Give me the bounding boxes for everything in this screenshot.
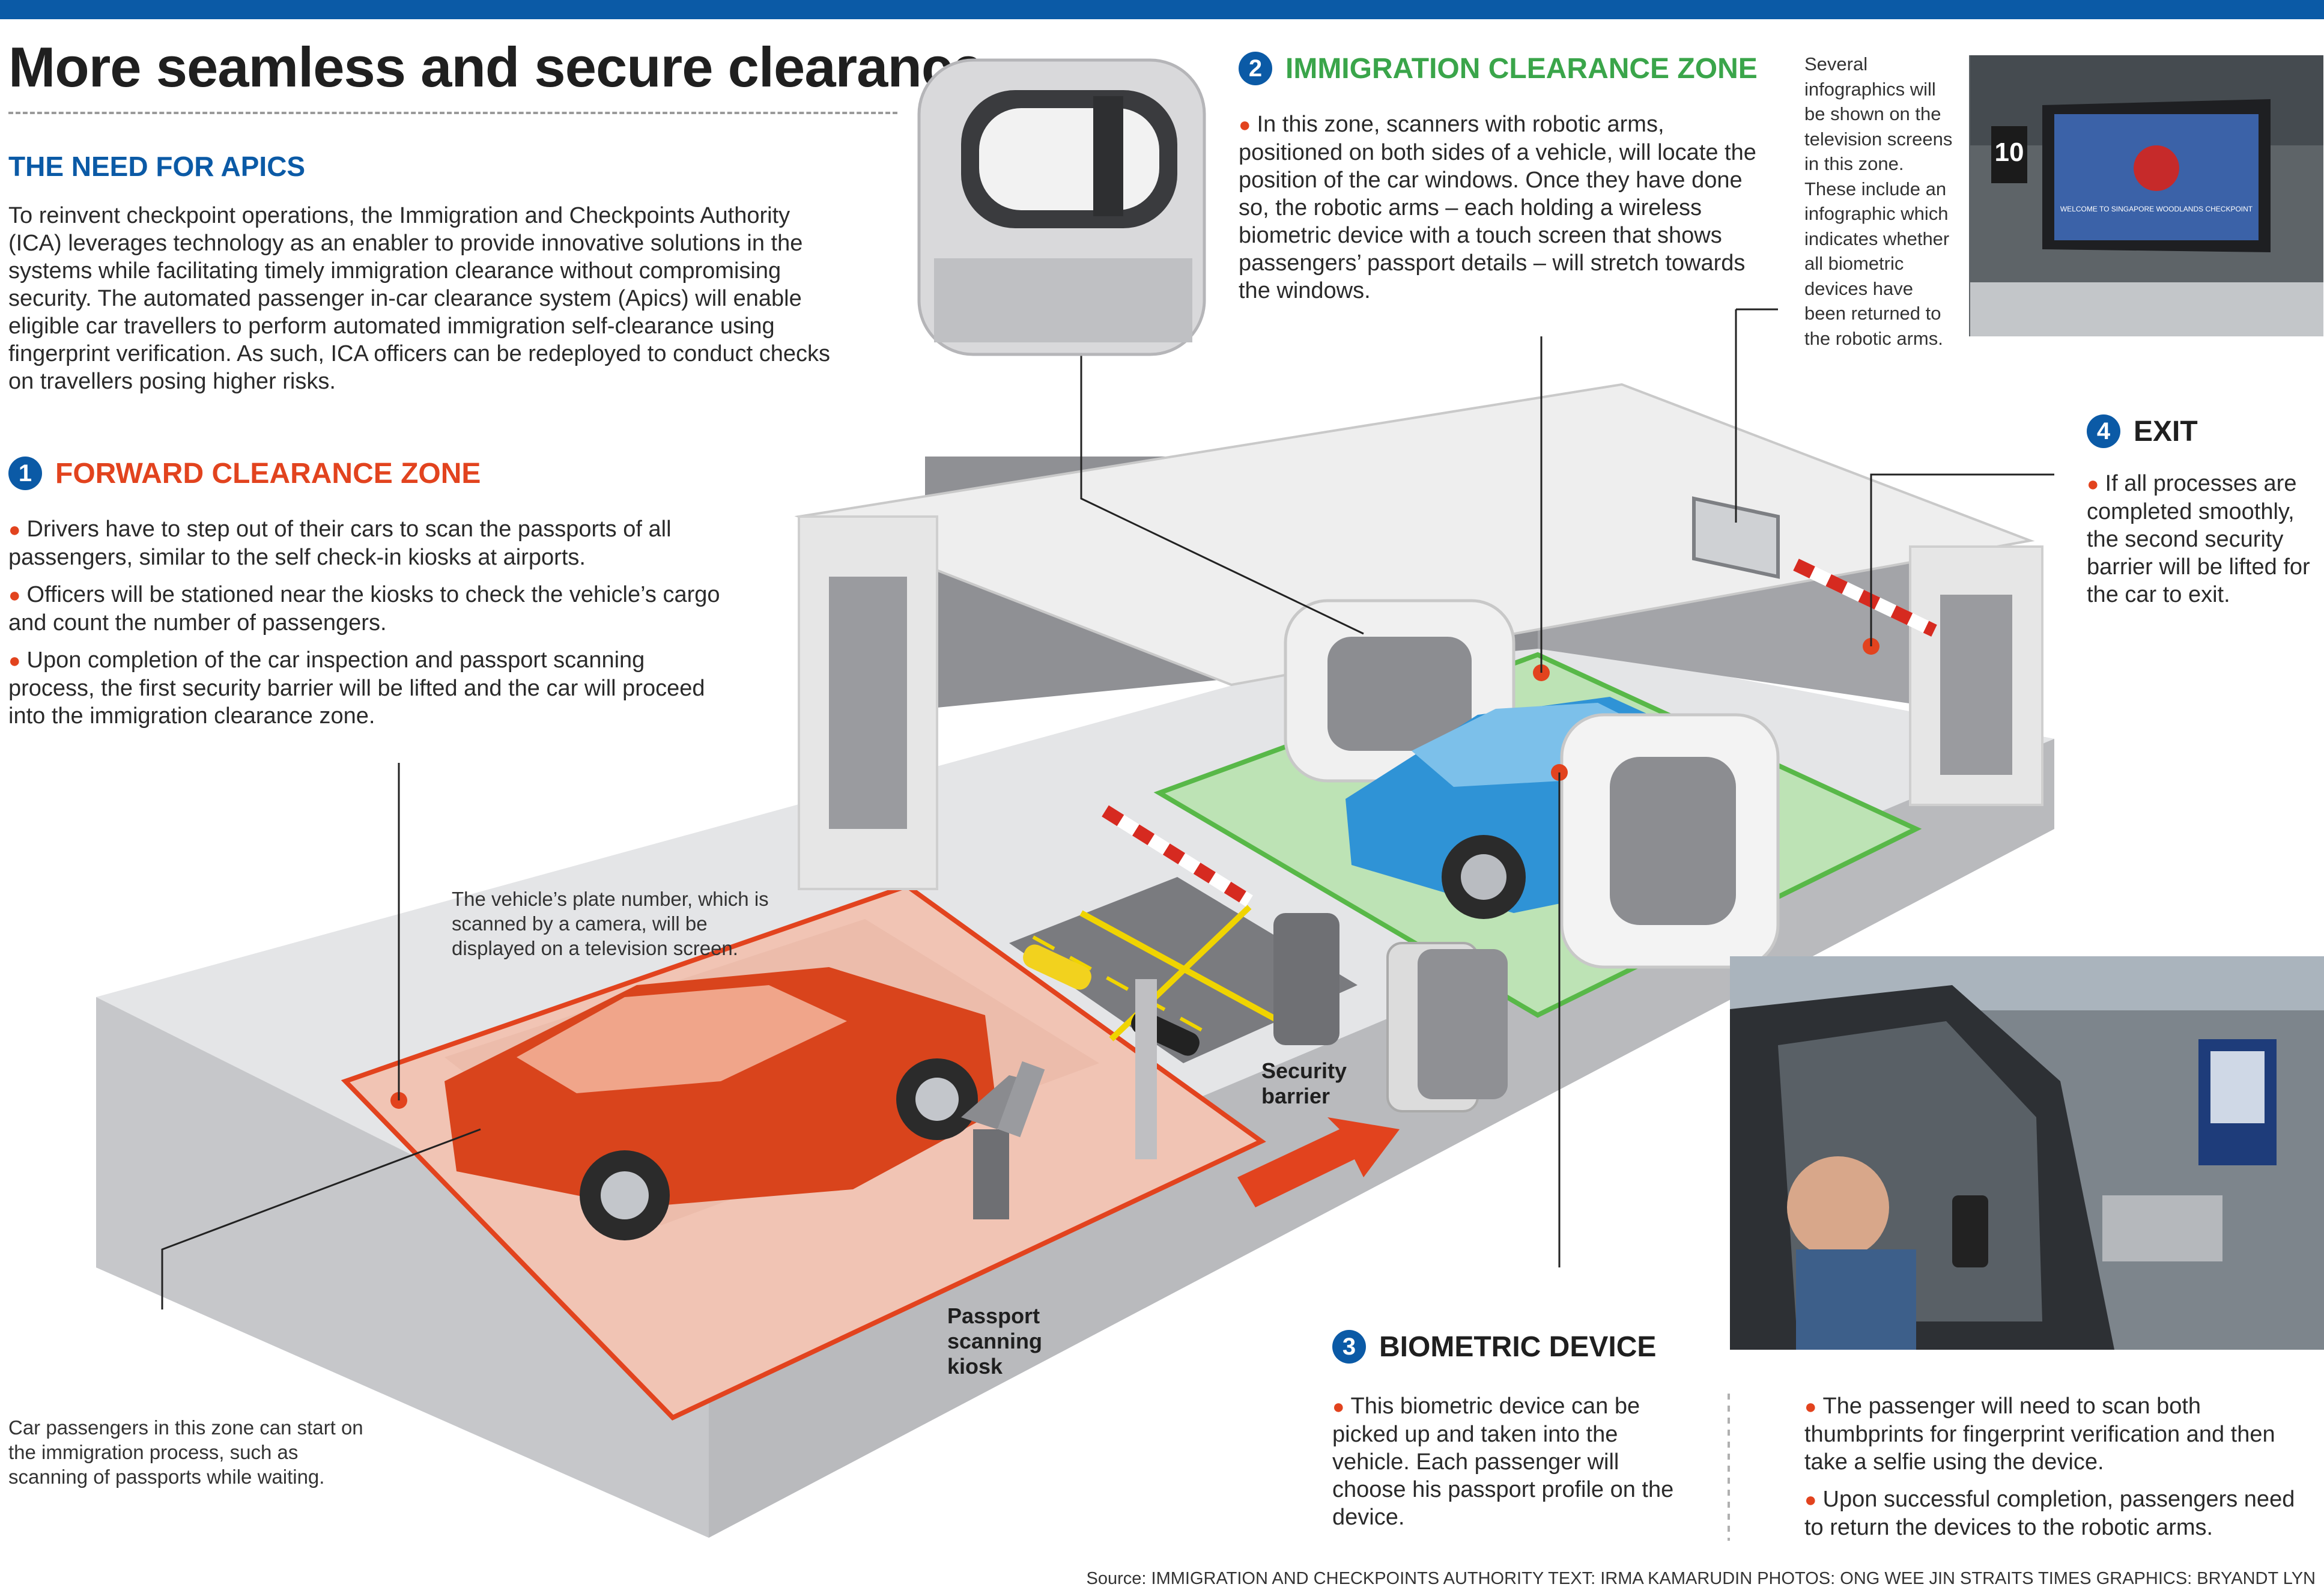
zone4-heading-text: EXIT bbox=[2134, 415, 2198, 448]
bullet-icon: ● bbox=[1332, 1395, 1345, 1418]
title-divider bbox=[8, 112, 897, 114]
bullet-icon: ● bbox=[1239, 114, 1251, 136]
bullet-icon: ● bbox=[8, 518, 21, 541]
bullet-icon: ● bbox=[8, 649, 21, 672]
zone1-heading: 1 FORWARD CLEARANCE ZONE bbox=[8, 457, 481, 490]
zone4-number-badge: 4 bbox=[2087, 414, 2120, 448]
red-car bbox=[444, 967, 997, 1240]
passengers-note: Car passengers in this zone can start on… bbox=[8, 1416, 363, 1488]
bullet-icon: ● bbox=[1804, 1488, 1817, 1511]
zone1-bullet: Drivers have to step out of their cars t… bbox=[8, 517, 672, 570]
zone2-heading: 2 IMMIGRATION CLEARANCE ZONE bbox=[1239, 52, 1758, 85]
photo-notes: ●The passenger will need to scan both th… bbox=[1804, 1392, 2315, 1551]
scanner-render bbox=[917, 58, 1206, 356]
kiosk-label: Passport scanning kiosk bbox=[947, 1303, 1043, 1379]
top-brand-bar bbox=[0, 0, 2324, 19]
zone2-number-badge: 2 bbox=[1239, 52, 1272, 85]
zone4-bullet: If all processes are completed smoothly,… bbox=[2087, 471, 2310, 607]
need-text: To reinvent checkpoint operations, the I… bbox=[8, 203, 831, 394]
zone2-text: ●In this zone, scanners with robotic arm… bbox=[1239, 111, 1761, 305]
photo-note: Upon successful completion, passengers n… bbox=[1804, 1487, 2295, 1540]
plate-note: The vehicle’s plate number, which is sca… bbox=[452, 888, 769, 959]
zone3-text: ●This biometric device can be picked up … bbox=[1332, 1392, 1693, 1531]
passport-kiosk bbox=[973, 1129, 1009, 1219]
security-barrier-label: Security barrier bbox=[1261, 1058, 1347, 1108]
need-heading: THE NEED FOR APICS bbox=[8, 151, 306, 182]
zone2-bullet: In this zone, scanners with robotic arms… bbox=[1239, 112, 1756, 303]
passenger-photo bbox=[1730, 956, 2324, 1350]
tv-photo: 10 WELCOME TO SINGAPORE WOODLANDS CHECKP… bbox=[1969, 55, 2323, 336]
zone4-text: ●If all processes are completed smoothly… bbox=[2087, 470, 2321, 608]
zone1-bullets: ●Drivers have to step out of their cars … bbox=[8, 515, 729, 739]
direction-arrow bbox=[1237, 1117, 1400, 1207]
gantry-canopy bbox=[794, 383, 2035, 687]
zone3-heading: 3 BIOMETRIC DEVICE bbox=[1332, 1330, 1656, 1364]
zone1-bullet: Upon completion of the car inspection an… bbox=[8, 648, 705, 729]
zone4-heading: 4 EXIT bbox=[2087, 414, 2198, 448]
bollard bbox=[1135, 979, 1157, 1159]
leader-scanner-render bbox=[1080, 336, 1364, 635]
zone1-number-badge: 1 bbox=[8, 457, 42, 490]
bullet-icon: ● bbox=[1804, 1395, 1817, 1418]
security-barrier-post bbox=[1273, 913, 1339, 1045]
photo-note: The passenger will need to scan both thu… bbox=[1804, 1394, 2275, 1475]
page-title: More seamless and secure clearance bbox=[8, 35, 983, 99]
zone1-bullet: Officers will be stationed near the kios… bbox=[8, 582, 720, 636]
bullet-icon: ● bbox=[2087, 473, 2099, 496]
zone3-number-badge: 3 bbox=[1332, 1330, 1366, 1364]
zone3-bullet: This biometric device can be picked up a… bbox=[1332, 1394, 1674, 1530]
source-credit: Source: IMMIGRATION AND CHECKPOINTS AUTH… bbox=[1086, 1569, 2316, 1588]
zone3-heading-text: BIOMETRIC DEVICE bbox=[1379, 1331, 1657, 1363]
leader-zone4 bbox=[1870, 473, 2054, 646]
bullet-icon: ● bbox=[8, 584, 21, 607]
leader-passengers bbox=[161, 1128, 481, 1309]
zone2-heading-text: IMMIGRATION CLEARANCE ZONE bbox=[1285, 52, 1758, 85]
gantry-tv-screen bbox=[1692, 496, 1780, 579]
tv-note: Several infographics will be shown on th… bbox=[1804, 53, 1953, 349]
tv-screen-text: WELCOME TO SINGAPORE WOODLANDS CHECKPOIN… bbox=[2060, 205, 2253, 213]
lane-number: 10 bbox=[1995, 138, 2024, 167]
zone1-heading-text: FORWARD CLEARANCE ZONE bbox=[55, 457, 481, 490]
